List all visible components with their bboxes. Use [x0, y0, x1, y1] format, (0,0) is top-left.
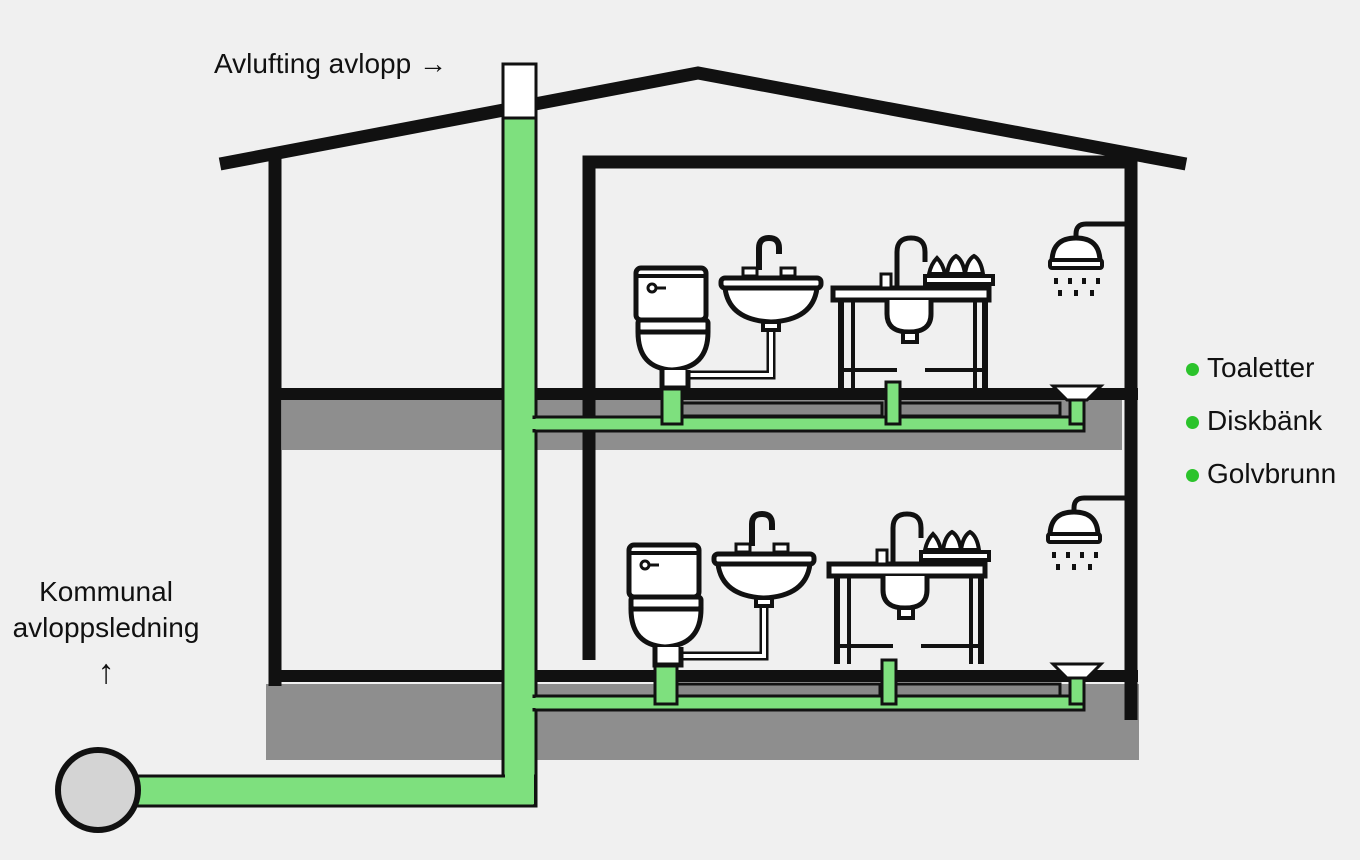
- municipal-sewer-main: [55, 747, 141, 833]
- floor-joist-upper-2: [898, 401, 1062, 418]
- floor-joist-upper: [680, 401, 884, 418]
- legend-dot-icon: [1186, 469, 1199, 482]
- sewer-pipe-joint: [505, 772, 534, 804]
- vent-label: Avlufting avlopp →: [214, 48, 447, 79]
- washbasin-icon: [721, 238, 821, 330]
- roof: [218, 66, 1188, 171]
- legend-label: Toaletter: [1207, 352, 1315, 383]
- municipal-sewer-label: Kommunal avloppsledning ↑: [0, 574, 212, 696]
- branch-pipe-lower-join: [530, 698, 540, 708]
- shower-head-icon: [1050, 224, 1128, 296]
- branch-pipe-upper: [532, 415, 1086, 433]
- drop-drain-lower: [1068, 674, 1086, 706]
- vent-stack-open: [501, 62, 538, 122]
- legend-label: Golvbrunn: [1207, 458, 1337, 489]
- shower-head-icon: [1048, 498, 1126, 570]
- basin-drain-upper-inner: [684, 324, 773, 377]
- legend-dot-icon: [1186, 416, 1199, 429]
- kitchen-sink-icon: [833, 238, 993, 388]
- municipal-sewer-label-line1: Kommunal: [39, 576, 173, 607]
- legend-item-kitchen-sink: Diskbänk: [1186, 405, 1336, 458]
- legend: Toaletter Diskbänk Golvbrunn: [1186, 352, 1336, 511]
- drop-sink-upper: [884, 380, 902, 426]
- toilet-icon: [636, 268, 708, 388]
- drop-sink-lower: [880, 658, 898, 706]
- up-arrow-icon: ↑: [97, 653, 115, 691]
- legend-dot-icon: [1186, 363, 1199, 376]
- legend-label: Diskbänk: [1207, 405, 1323, 436]
- drop-toilet-upper: [660, 384, 684, 426]
- sewer-pipe: [128, 774, 537, 808]
- legend-item-floor-drain: Golvbrunn: [1186, 458, 1336, 511]
- main-stack-pipe: [501, 116, 538, 808]
- drop-toilet-lower: [653, 662, 679, 706]
- legend-item-toilets: Toaletter: [1186, 352, 1336, 405]
- municipal-sewer-label-line2: avloppsledning: [12, 612, 200, 643]
- toilet-icon: [629, 545, 701, 665]
- branch-pipe-upper-join: [530, 419, 540, 429]
- washbasin-icon: [714, 514, 814, 606]
- branch-pipe-lower: [532, 694, 1086, 712]
- inner-wall-frame: [582, 155, 1138, 720]
- basin-drain-lower-inner: [678, 600, 766, 658]
- kitchen-sink-icon: [829, 514, 989, 664]
